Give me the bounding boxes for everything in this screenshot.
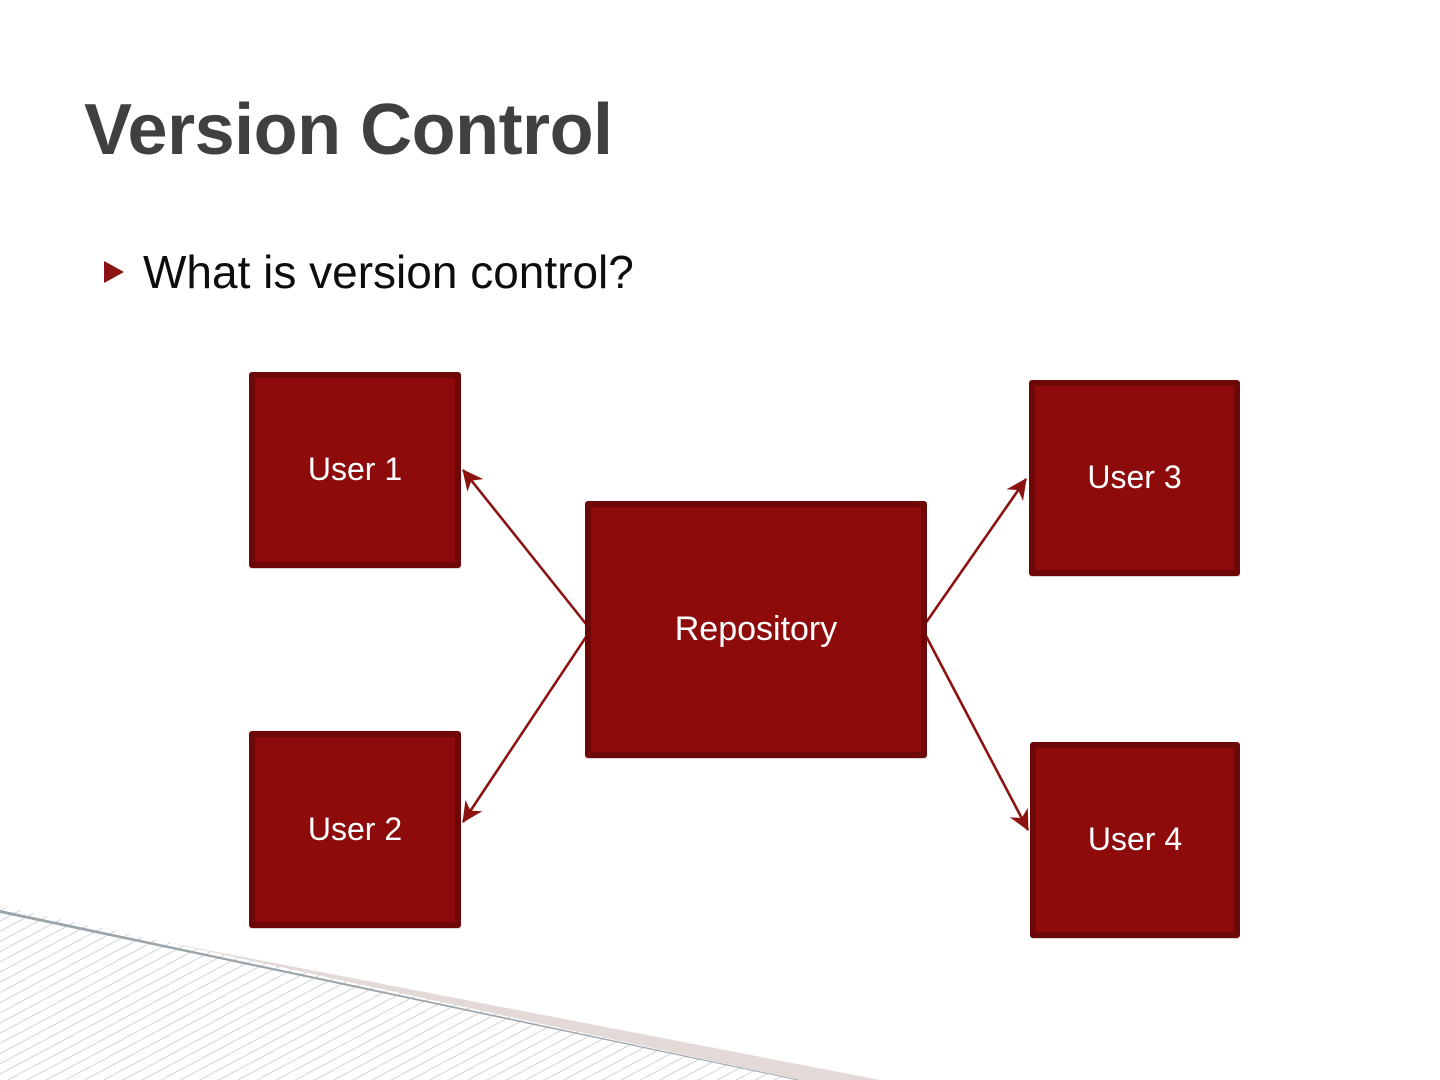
node-user-1[interactable]: User 1: [249, 372, 461, 568]
node-label: User 4: [1087, 821, 1183, 858]
node-user-4[interactable]: User 4: [1030, 742, 1240, 938]
triangle-bullet-icon: [104, 261, 124, 284]
page-title: Version Control: [84, 90, 613, 170]
node-repository[interactable]: Repository: [585, 501, 927, 758]
node-label: User 3: [1087, 459, 1182, 496]
node-user-3[interactable]: User 3: [1029, 380, 1240, 576]
node-label: Repository: [674, 609, 838, 648]
node-label: User 2: [307, 810, 403, 847]
node-label: User 1: [307, 451, 403, 488]
connector-repo-user1: [461, 469, 607, 646]
bullet-item: What is version control?: [104, 246, 634, 299]
node-user-2[interactable]: User 2: [249, 731, 461, 928]
connector-repo-user3: [905, 478, 1028, 647]
connector-repo-user4: [907, 613, 1030, 831]
connector-repo-user2: [461, 611, 608, 823]
bullet-text: What is version control?: [143, 246, 634, 298]
